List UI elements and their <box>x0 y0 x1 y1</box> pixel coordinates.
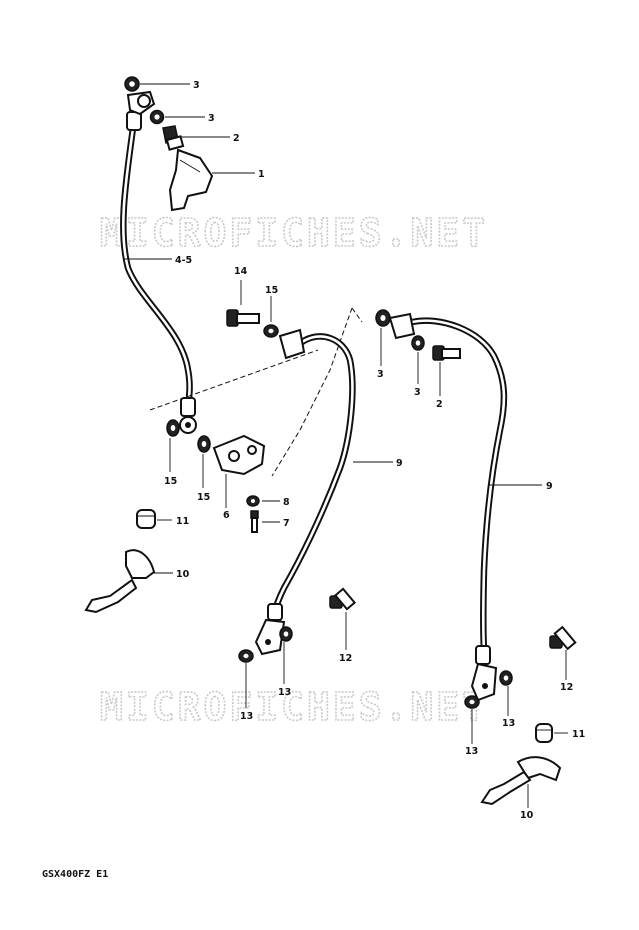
fitting-1 <box>168 148 214 212</box>
callout-13-left-a: 13 <box>240 711 253 722</box>
model-code: GSX400FZ E1 <box>42 869 108 880</box>
callout-7: 7 <box>283 518 290 529</box>
washer-13-right-a <box>464 695 480 709</box>
hose-clamp-10-left <box>84 549 156 614</box>
watermark-bottom: MICROFICHES.NET <box>100 685 488 729</box>
grommet-11-left <box>136 509 156 529</box>
grommet-11-right <box>535 723 553 743</box>
reference-line-2 <box>271 307 353 477</box>
callout-12-right: 12 <box>560 682 573 693</box>
callout-15-middle: 15 <box>197 492 210 503</box>
callout-13-left-b: 13 <box>278 687 291 698</box>
washer-13-right-b <box>499 670 513 686</box>
callout-14: 14 <box>234 266 248 277</box>
banjo-fitting-top <box>126 90 156 116</box>
reference-line-1 <box>149 349 319 411</box>
callout-15-upper: 15 <box>265 285 278 296</box>
washer-3-right-b <box>411 335 425 351</box>
callout-8: 8 <box>283 497 290 508</box>
bolt-14 <box>226 309 260 327</box>
callout-2-right: 2 <box>436 399 443 410</box>
washer-13-left-a <box>238 649 254 663</box>
hose-clamp-10-right <box>480 756 562 806</box>
callout-11-left: 11 <box>176 516 189 527</box>
callout-13-right-a: 13 <box>465 746 478 757</box>
union-bolt-12-right <box>549 625 577 651</box>
bolt-7 <box>250 510 259 533</box>
watermark-top: MICROFICHES.NET <box>100 211 488 255</box>
callout-3-right-b: 3 <box>414 387 421 398</box>
brake-hose-left-9 <box>254 328 356 656</box>
washer-3-top <box>124 76 140 92</box>
union-bolt-2-right <box>432 345 461 361</box>
nut-8 <box>246 495 260 507</box>
callout-2-top: 2 <box>233 133 240 144</box>
washer-13-left-b <box>279 626 293 642</box>
callout-12-left: 12 <box>339 653 352 664</box>
reference-line-3 <box>351 307 363 323</box>
washer-15-middle <box>197 435 211 453</box>
washer-3-right-a <box>375 309 391 327</box>
three-way-joint-6 <box>212 434 266 476</box>
callout-4-5: 4-5 <box>175 255 192 266</box>
callout-10-left: 10 <box>176 569 190 580</box>
callout-9-left: 9 <box>396 458 403 469</box>
callout-6: 6 <box>223 510 230 521</box>
callout-3-top: 3 <box>193 80 200 91</box>
brake-hose-upper <box>120 111 197 434</box>
callout-11-right: 11 <box>572 729 585 740</box>
callout-9-right: 9 <box>546 481 553 492</box>
callout-3-second: 3 <box>208 113 215 124</box>
union-bolt-12-left <box>329 587 357 611</box>
washer-15-upper <box>263 324 279 338</box>
leader-lines <box>124 83 568 808</box>
union-bolt-2-top <box>162 125 185 151</box>
callout-1: 1 <box>258 169 265 180</box>
washer-3-second <box>149 109 165 125</box>
callout-3-right-a: 3 <box>377 369 384 380</box>
callout-13-right-b: 13 <box>502 718 515 729</box>
brake-hose-right-9 <box>388 312 508 702</box>
callout-10-right: 10 <box>520 810 534 821</box>
washer-15-left <box>166 419 180 437</box>
callout-15-left: 15 <box>164 476 177 487</box>
